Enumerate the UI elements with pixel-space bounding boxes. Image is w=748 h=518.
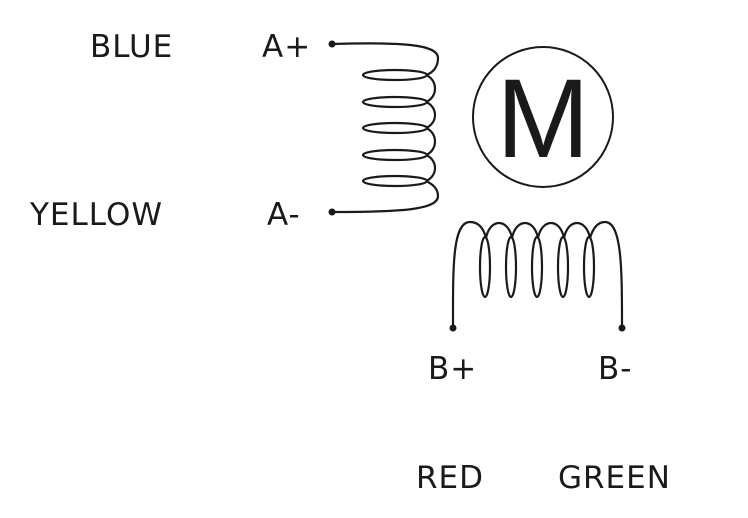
terminal-b-plus: B+ [428, 351, 477, 387]
motor-letter: M [496, 56, 589, 181]
terminal-a-plus: A+ [262, 29, 311, 65]
coil-b [449, 220, 626, 332]
motor-symbol: M [472, 46, 614, 188]
coil-a [328, 40, 440, 216]
wire-color-green: GREEN [558, 460, 671, 496]
terminal-a-minus: A- [267, 197, 301, 233]
wire-color-blue: BLUE [90, 29, 173, 65]
terminal-b-minus: B- [598, 351, 632, 387]
motor-circle [472, 46, 614, 188]
wire-color-red: RED [416, 460, 484, 496]
wire-color-yellow: YELLOW [29, 197, 163, 233]
